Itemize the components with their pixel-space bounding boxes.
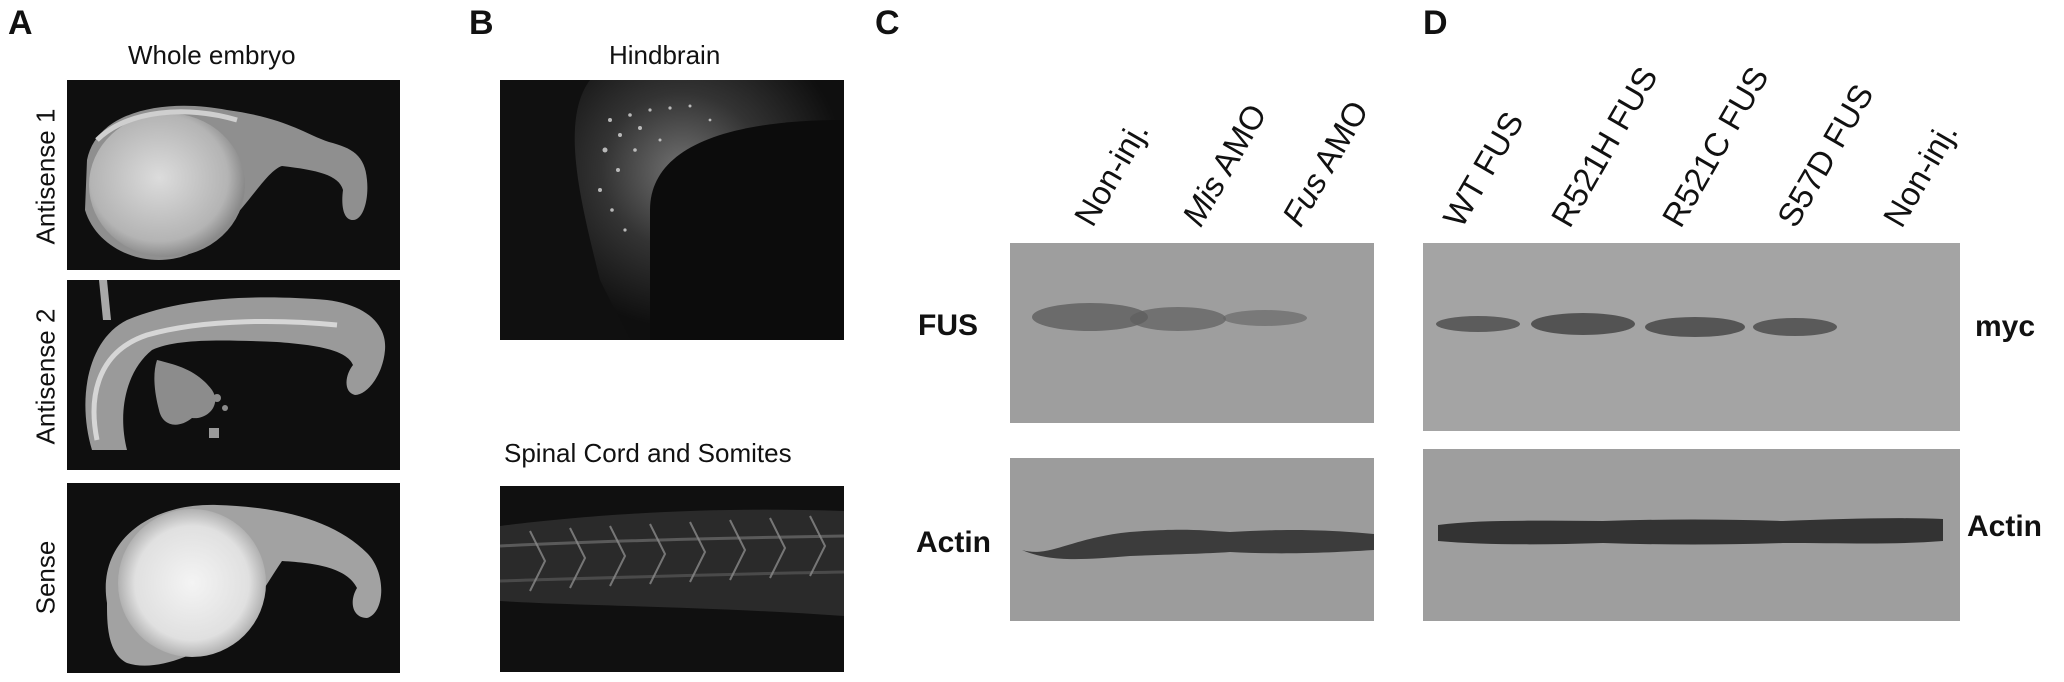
panel-letter-d: D: [1423, 4, 1448, 42]
panel-b-title-hindbrain: Hindbrain: [609, 40, 721, 70]
row-label-antisense-1: Antisense 1: [30, 108, 61, 245]
lane-label-fus-amo: Fus AMO: [1274, 94, 1376, 232]
fus-blot: [1010, 243, 1374, 423]
panel-a-title: Whole embryo: [128, 40, 296, 70]
lane-label-r521c-fus: R521C FUS: [1654, 60, 1776, 233]
lane-label-r521h-fus: R521H FUS: [1543, 60, 1665, 233]
blot-label-fus: FUS: [918, 309, 978, 342]
actin-blot-d: [1423, 449, 1960, 621]
actin-blot-c: [1010, 458, 1374, 621]
row-label-sense: Sense: [30, 540, 61, 615]
embryo-image-antisense-1: [67, 80, 400, 270]
panel-b-title-spinal-cord: Spinal Cord and Somites: [504, 438, 792, 468]
lane-label-wt-fus: WT FUS: [1435, 105, 1531, 233]
hindbrain-image: [500, 80, 844, 340]
embryo-image-sense: [67, 483, 400, 673]
row-label-antisense-2: Antisense 2: [30, 308, 61, 445]
lane-label-mis-amo: Mis AMO: [1174, 97, 1274, 232]
lane-label-non-inj-d: Non-inj.: [1875, 116, 1965, 233]
panel-letter-b: B: [469, 4, 494, 42]
panel-letter-a: A: [8, 4, 33, 42]
myc-blot: [1423, 243, 1960, 431]
spinal-cord-somites-image: [500, 486, 844, 672]
blot-label-myc: myc: [1975, 310, 2036, 343]
panel-letter-c: C: [875, 4, 900, 42]
embryo-image-antisense-2: [67, 280, 400, 470]
lane-label-s57d-fus: S57D FUS: [1769, 77, 1881, 233]
blot-label-actin-c: Actin: [916, 526, 991, 559]
blot-label-actin-d: Actin: [1967, 510, 2042, 543]
lane-label-non-inj: Non-inj.: [1066, 115, 1156, 232]
